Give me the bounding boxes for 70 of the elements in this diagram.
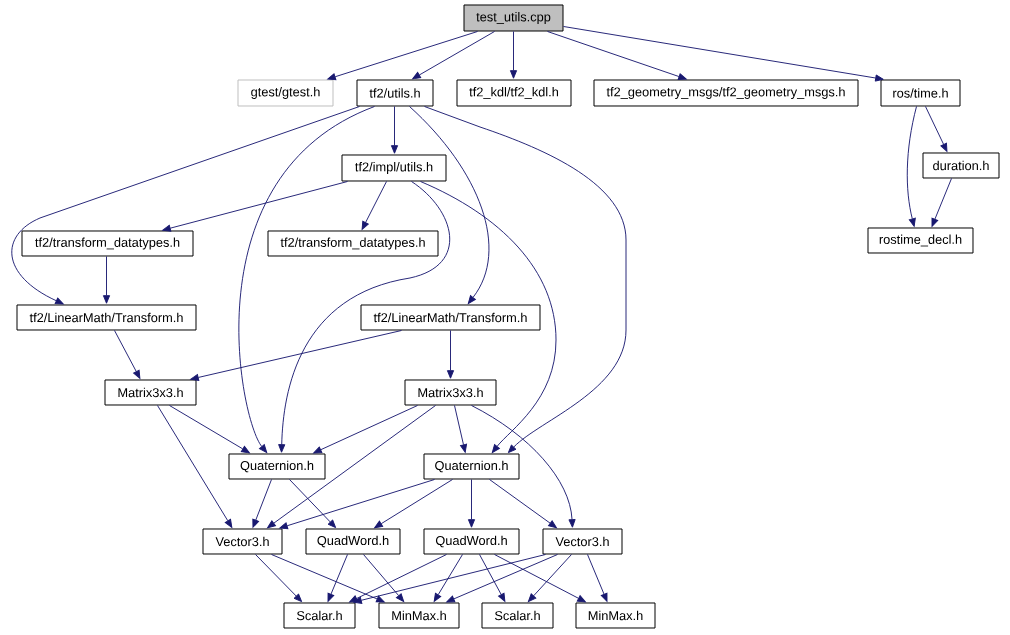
arrow [267, 405, 436, 529]
arrow [527, 554, 572, 602]
arrow [547, 31, 687, 81]
arrow [327, 31, 478, 81]
file-box: Vector3.h [202, 528, 283, 555]
file-box: MinMax.h [575, 602, 656, 629]
arrow [471, 405, 576, 528]
file-box: Scalar.h [481, 602, 554, 629]
arrow [587, 554, 608, 602]
file-box: QuadWord.h [423, 528, 520, 555]
arrow [190, 330, 402, 381]
file-box: tf2/LinearMath/Transform.h [16, 304, 197, 331]
arrow [409, 106, 490, 304]
arrow [11, 106, 360, 305]
file-box: tf2/impl/utils.h [341, 154, 447, 182]
arrow [102, 256, 111, 304]
file-box: tf2/transform_datatypes.h [267, 230, 439, 257]
file-box: rostime_decl.h [867, 227, 974, 254]
arrow [255, 554, 303, 603]
arrow [313, 405, 418, 454]
file-box: MinMax.h [378, 602, 460, 629]
arrow [412, 31, 495, 80]
arrow [252, 479, 272, 528]
arrow [467, 479, 476, 528]
arrow [420, 181, 557, 453]
arrow [906, 106, 917, 227]
arrow [374, 479, 453, 529]
file-box: Vector3.h [542, 528, 623, 555]
file-box: Quaternion.h [228, 453, 326, 480]
arrow [479, 554, 506, 602]
arrow [361, 181, 387, 230]
arrow [353, 554, 546, 604]
file-box: tf2_geometry_msgs/tf2_geometry_msgs.h [593, 79, 859, 107]
arrow [279, 479, 435, 530]
arrow [390, 106, 399, 154]
arrow [433, 554, 463, 602]
arrow [446, 554, 558, 603]
file-box: duration.h [922, 152, 1000, 179]
arrow [114, 330, 141, 379]
file-box: tf2/transform_datatypes.h [21, 230, 194, 257]
arrow [349, 554, 447, 603]
file-box: Quaternion.h [423, 453, 520, 480]
arrow [169, 405, 250, 454]
arrow [925, 106, 948, 152]
file-box: ros/time.h [880, 79, 961, 107]
arrow [454, 405, 467, 453]
arrow [489, 479, 557, 529]
file-box: tf2/utils.h [356, 79, 434, 107]
file-box: Matrix3x3.h [404, 379, 497, 406]
arrow [424, 106, 627, 454]
file-box: Scalar.h [283, 602, 356, 629]
arrow [278, 181, 451, 453]
arrow [157, 405, 233, 528]
file-box: test_utils.cpp [463, 4, 564, 32]
arrow [327, 554, 348, 602]
file-box: Matrix3x3.h [104, 379, 197, 406]
file-box: tf2_kdl/tf2_kdl.h [456, 79, 572, 107]
arrow [363, 554, 405, 602]
arrow [509, 31, 518, 79]
arrow [931, 178, 952, 227]
file-box: tf2/LinearMath/Transform.h [360, 304, 541, 331]
arrow [563, 26, 884, 82]
arrow [238, 106, 375, 453]
arrow [494, 554, 586, 603]
file-box: QuadWord.h [305, 528, 401, 555]
arrow [162, 181, 348, 232]
arrow [271, 554, 385, 603]
arrow [446, 330, 455, 379]
arrow [289, 479, 337, 529]
file-box: gtest/gtest.h [237, 79, 334, 107]
